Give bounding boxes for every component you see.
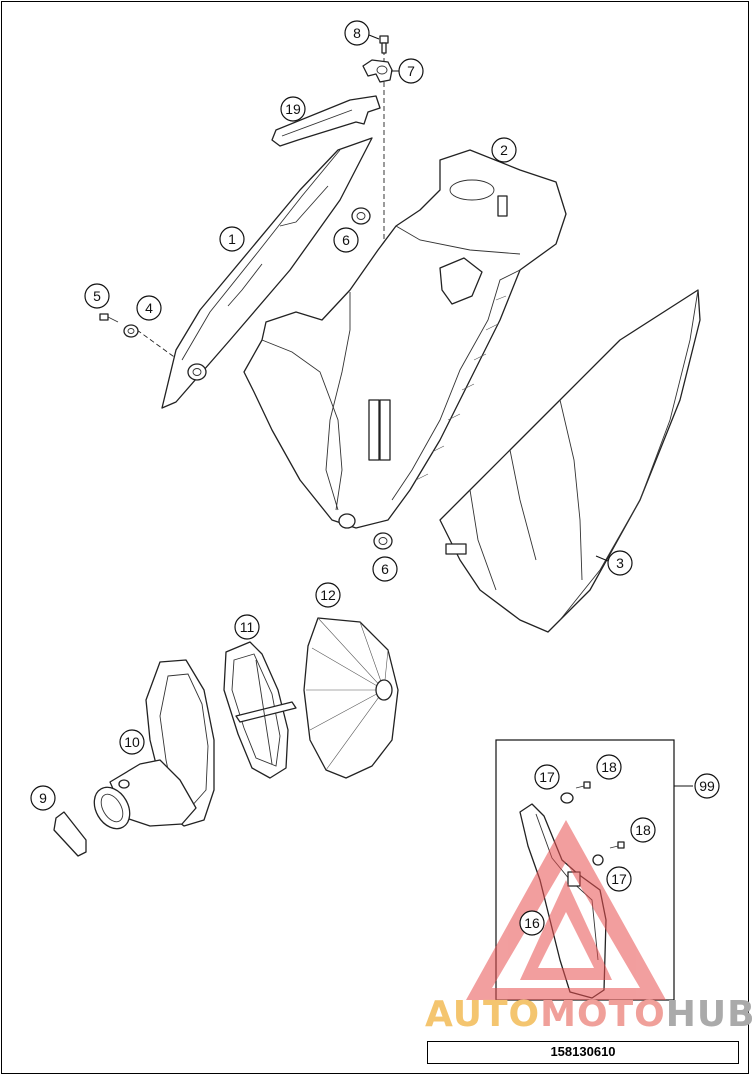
svg-text:17: 17 xyxy=(611,871,627,887)
svg-text:99: 99 xyxy=(699,778,715,794)
part-18-screw-upper xyxy=(575,781,591,789)
svg-text:9: 9 xyxy=(39,790,47,806)
svg-text:2: 2 xyxy=(500,142,508,158)
svg-text:6: 6 xyxy=(342,232,350,248)
callout-6-lower: 6 xyxy=(372,556,398,582)
part-2-air-filter-box xyxy=(243,149,567,529)
part-12-filter xyxy=(303,617,399,779)
svg-text:18: 18 xyxy=(601,759,617,775)
callout-18-lower: 18 xyxy=(630,817,656,843)
callout-17-upper: 17 xyxy=(534,764,560,790)
svg-text:8: 8 xyxy=(353,25,361,41)
svg-text:17: 17 xyxy=(539,769,555,785)
part-7-clip xyxy=(362,59,393,83)
svg-text:5: 5 xyxy=(93,288,101,304)
part-1-side-cover xyxy=(161,137,373,409)
part-5-screw xyxy=(99,313,119,323)
callout-18-upper: 18 xyxy=(596,754,622,780)
part-11-filter-cage xyxy=(223,641,297,779)
watermark-part-hub: HUB xyxy=(665,994,752,1035)
part-19-strap xyxy=(271,95,381,147)
part-18-screw-lower xyxy=(609,841,625,849)
part-6-grommet-upper xyxy=(351,207,371,225)
svg-text:4: 4 xyxy=(145,300,153,316)
svg-text:18: 18 xyxy=(635,822,651,838)
part-8-bolt xyxy=(379,35,389,54)
watermark-logo-triangle xyxy=(466,820,666,1000)
part-17-nut-lower xyxy=(592,854,604,866)
svg-text:11: 11 xyxy=(240,619,255,635)
part-4-bushing xyxy=(123,324,139,338)
svg-text:12: 12 xyxy=(320,587,336,603)
callout-19: 19 xyxy=(280,96,306,122)
svg-text:3: 3 xyxy=(616,555,624,571)
callout-1: 1 xyxy=(219,226,245,252)
callout-8: 8 xyxy=(344,20,380,46)
callout-9: 9 xyxy=(30,785,56,811)
callout-3: 3 xyxy=(595,550,633,576)
callout-17-lower: 17 xyxy=(606,866,632,892)
svg-text:6: 6 xyxy=(381,561,389,577)
watermark-text: AUTOMOTOHUB xyxy=(425,994,752,1035)
callout-11: 11 xyxy=(234,614,260,640)
callout-99: 99 xyxy=(694,773,720,799)
part-17-nut-upper xyxy=(560,792,574,804)
svg-text:10: 10 xyxy=(124,734,140,750)
svg-text:16: 16 xyxy=(524,915,540,931)
callout-7: 7 xyxy=(391,58,424,84)
svg-text:1: 1 xyxy=(228,231,236,247)
part-3-side-cover-right xyxy=(439,289,701,633)
callout-12: 12 xyxy=(315,582,341,608)
part-10-filter-holder xyxy=(93,659,215,830)
part-9-plug xyxy=(53,811,87,857)
callout-2: 2 xyxy=(491,137,517,163)
watermark-part-moto: MOTO xyxy=(540,994,666,1035)
callout-5: 5 xyxy=(84,283,110,309)
drawing-number-box: 158130610 xyxy=(427,1041,739,1064)
callout-10: 10 xyxy=(119,729,145,755)
part-6-grommet-lower xyxy=(373,532,393,550)
callout-16: 16 xyxy=(519,910,545,936)
svg-text:19: 19 xyxy=(285,101,301,117)
callout-6-upper: 6 xyxy=(333,227,359,253)
callout-4: 4 xyxy=(136,295,162,321)
watermark-part-auto: AUTO xyxy=(425,994,541,1035)
svg-text:7: 7 xyxy=(407,63,415,79)
